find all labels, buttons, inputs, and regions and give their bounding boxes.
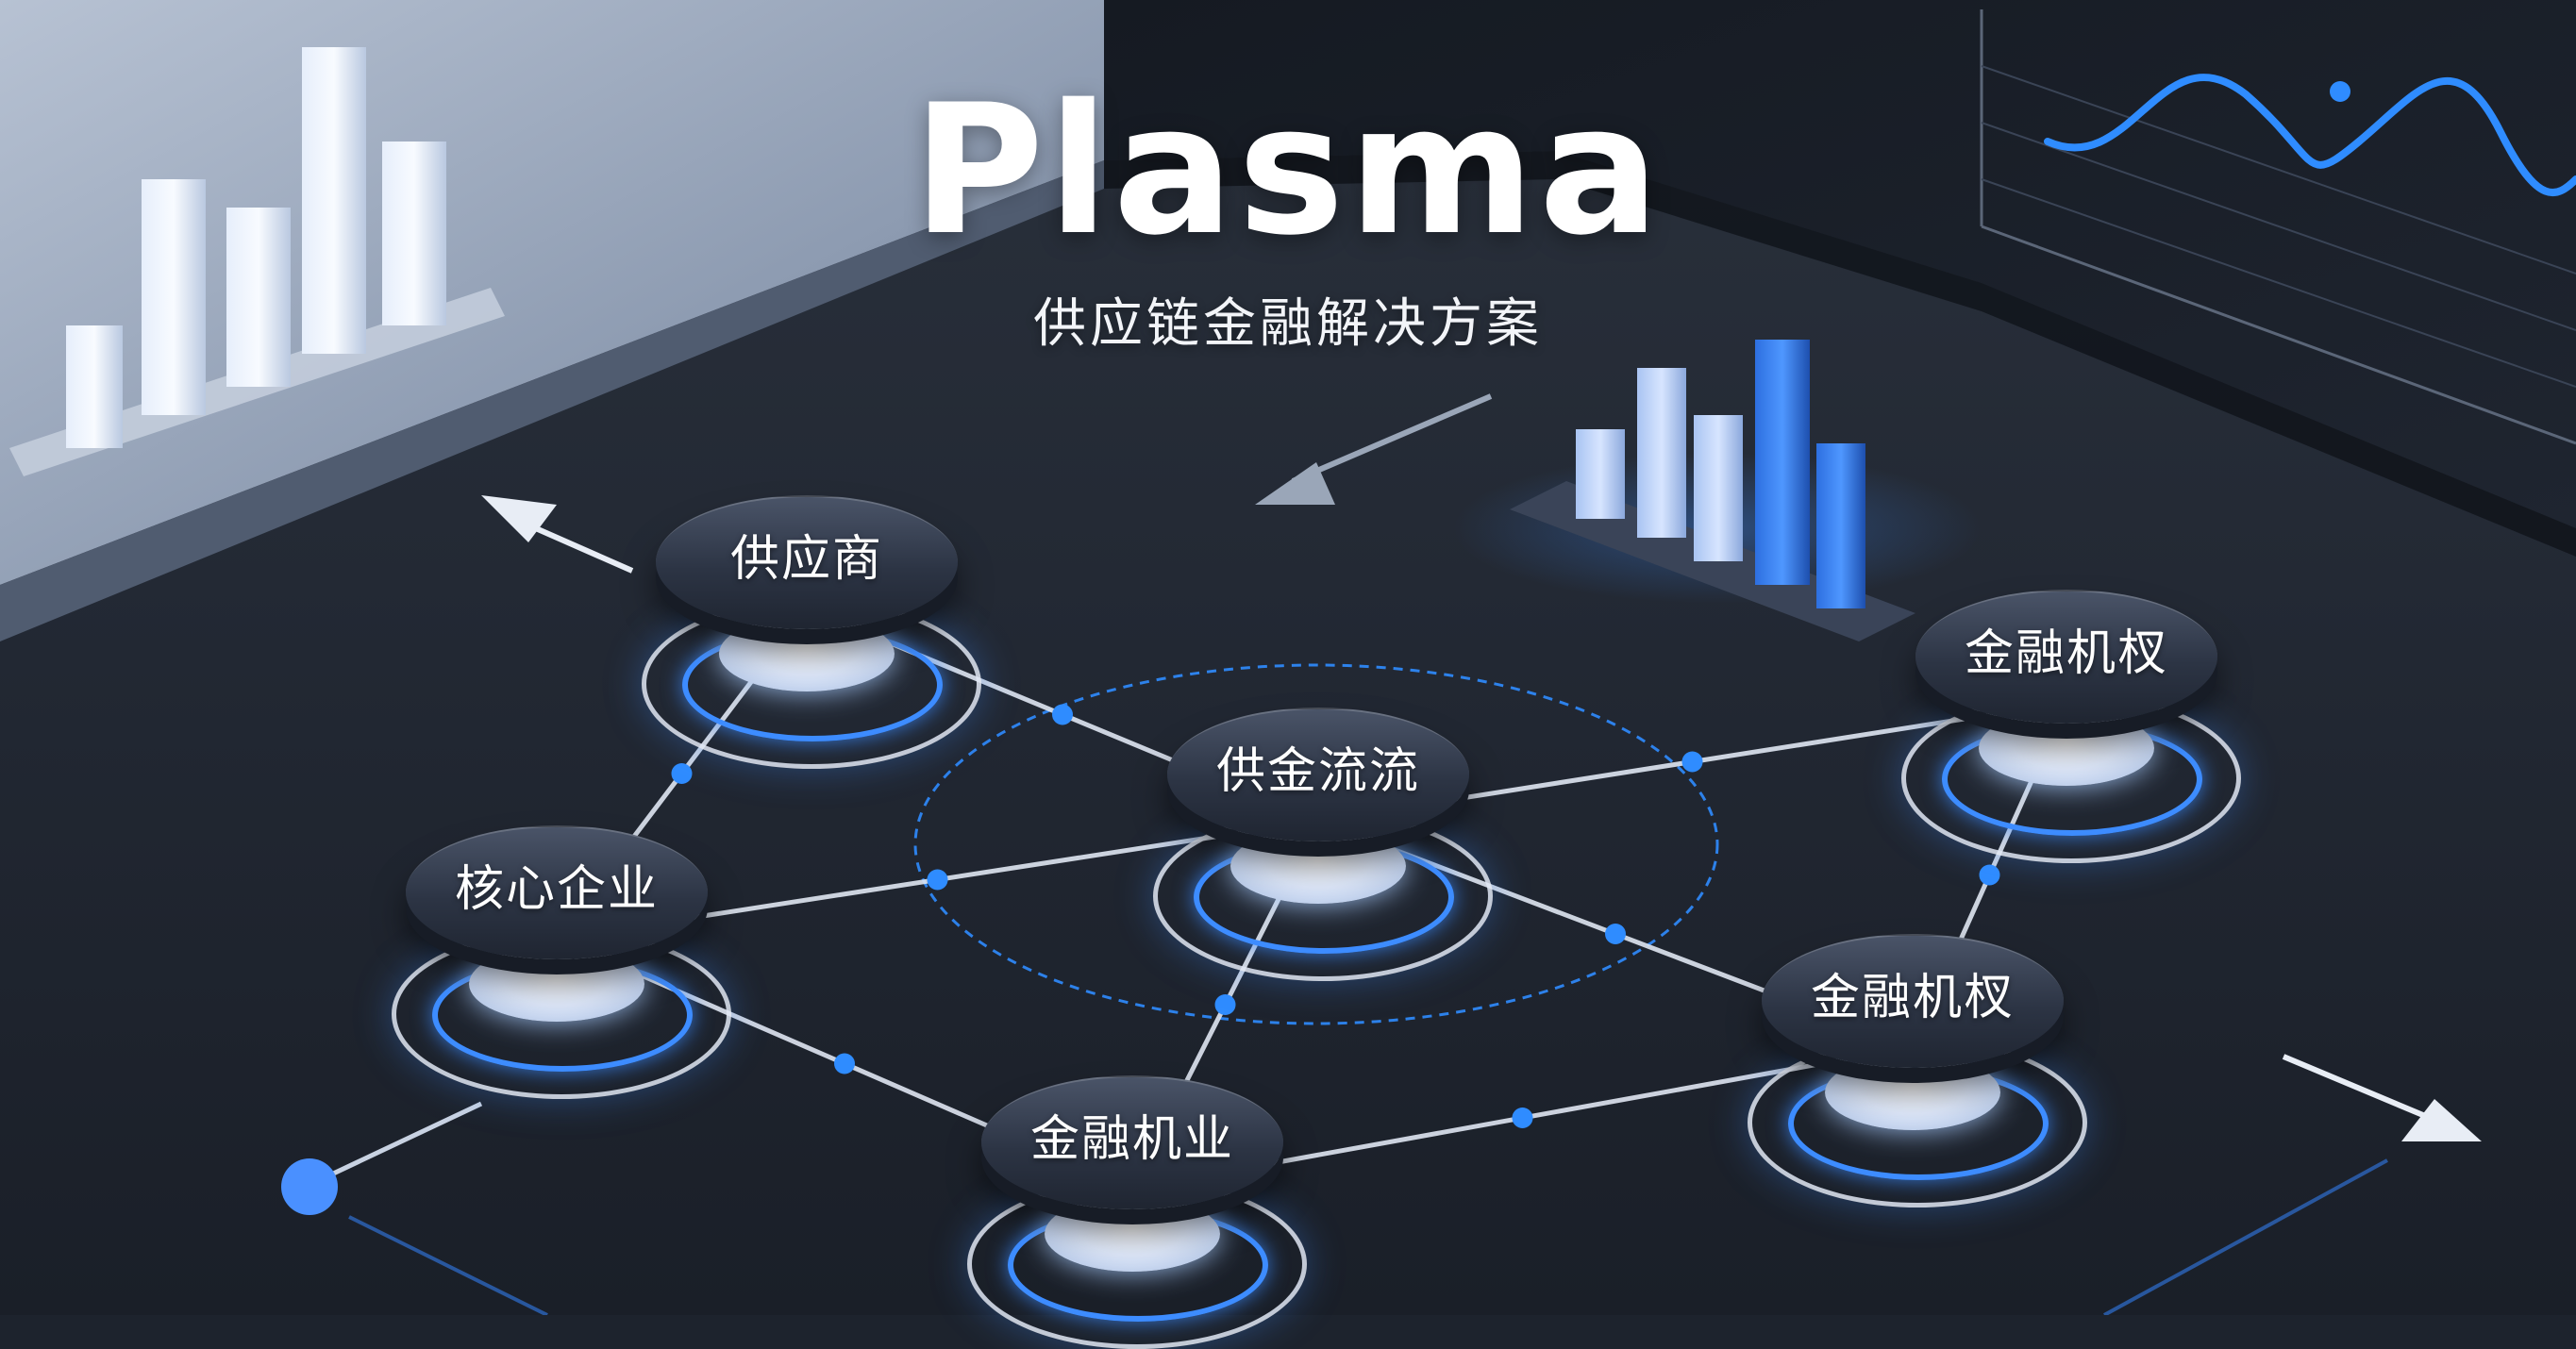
page-title: Plasma	[912, 66, 1664, 275]
node-financial-institution-right[interactable]: 金融机杈	[1748, 934, 2087, 1207]
edge-dot	[1052, 704, 1073, 725]
node-disc	[981, 1075, 1283, 1209]
node-disc	[1762, 934, 2064, 1068]
node-label: 核心企业	[454, 861, 659, 918]
node-label: 供金流流	[1215, 743, 1420, 800]
edge-junction-dots	[671, 704, 2000, 1128]
node-financial-business[interactable]: 金融机业	[967, 1075, 1307, 1349]
flow-arrows	[481, 393, 2482, 1141]
node-label: 金融机杈	[1810, 970, 2015, 1026]
edge-dot	[671, 763, 693, 784]
node-label: 金融机业	[1029, 1111, 1234, 1168]
node-label: 金融机杈	[1964, 625, 2168, 682]
edge-dot	[834, 1053, 855, 1074]
edge-dot	[1605, 924, 1626, 944]
node-core-enterprise[interactable]: 核心企业	[392, 825, 731, 1099]
page-subtitle: 供应链金融解决方案	[1033, 293, 1543, 355]
node-financial-institution-top[interactable]: 金融机杈	[1901, 590, 2241, 863]
node-label: 供应商	[729, 531, 883, 588]
node-disc	[1167, 708, 1469, 841]
edge-dot	[1512, 1108, 1533, 1128]
panel-line-chart	[1980, 9, 2576, 445]
node-disc	[1915, 590, 2217, 724]
bottom-left-decoration	[281, 1101, 2388, 1315]
edge-dot	[1214, 994, 1236, 1015]
edge-dot	[1681, 751, 1703, 773]
edge-dot	[927, 869, 948, 891]
node-disc	[406, 825, 708, 959]
node-center[interactable]: 供金流流	[1153, 708, 1493, 981]
left-glass-bar-chart	[9, 47, 505, 476]
node-disc	[656, 495, 958, 629]
right-blue-bar-chart	[1453, 340, 1982, 641]
edge-dot	[1979, 864, 2000, 886]
node-supplier[interactable]: 供应商	[642, 495, 981, 769]
center-orbit-ring	[913, 663, 1719, 1025]
